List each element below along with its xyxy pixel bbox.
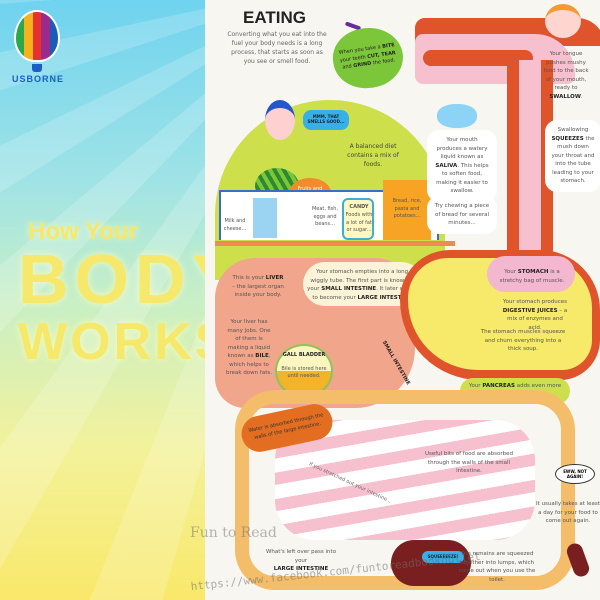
remains-text: The remains are squeezed together into l… [458,551,536,583]
apple-flap[interactable]: When you take a BITE your teeth CUT, TEA… [329,23,407,93]
stomach-label-area [487,256,575,292]
tongue-illustration [423,50,533,66]
balloon-basket-icon [32,64,42,72]
small-intestine-illustration [275,420,535,540]
girl-illustration [545,4,581,38]
churn-text: The stomach muscles squeeze and churn ev… [480,329,566,353]
book-title: How Your BODY WORKS [18,218,205,371]
title-line-3: WORKS [18,313,205,371]
throat-inside [519,60,541,260]
title-line-2: BODY [18,240,205,318]
hot-air-balloon-icon [14,10,60,62]
watermark-logo: Fun to Read [190,525,277,541]
candy-jar-flap[interactable]: CANDY Foods with a lot of fat or sugar..… [342,198,374,240]
waste-illustration [391,540,471,586]
pass-into-text: What's left over pass into your LARGE IN… [265,549,337,573]
page-heading: EATING [243,8,306,27]
balanced-diet-text: A balanced diet contains a mix of foods. [347,143,399,168]
swallow-flap[interactable]: Swallowing SQUEEZES the mush down your t… [545,120,600,192]
eating-spread: EATING Converting what you eat into the … [205,0,600,600]
milk-carton-icon [253,198,277,238]
bread-bag-flap[interactable]: Bread, rice, pasta and potatoes... [383,180,431,240]
book-cover-panel: USBORNE How Your BODY WORKS [0,0,205,600]
usborne-logo: USBORNE [12,10,65,84]
speech-bubble: MMM, THAT SMELLS GOOD... [303,110,349,130]
title-line-1: How Your [28,218,138,245]
usually-text: It usually takes at least a day for your… [536,501,600,525]
juices-text: Your stomach produces DIGESTIVE JUICES –… [502,299,568,331]
useful-bits-text: Useful bits of food are absorbed through… [424,451,514,475]
tongue-text: Your tongue pushes mushy food to the bac… [543,51,589,100]
liver-jobs-text: Your liver has many jobs. One of them is… [226,319,272,377]
boy-illustration [265,100,295,140]
publisher-name: USBORNE [12,74,65,84]
gall-bladder: GALL BLADDER Bile is stored here until n… [275,344,333,398]
squeeze-speech-bubble: SQUEEEEEZE! [422,551,464,563]
waste-lump-icon [564,541,592,579]
milk-label: Milk and cheese... [223,218,247,232]
bread-tip-card[interactable]: Try chewing a piece of bread for several… [427,196,497,234]
meat-label: Meat, fish, eggs and beans... [311,206,339,227]
sunburst-background [0,0,205,600]
shelf-base [215,241,455,246]
stomach-text: Your STOMACH is a stretchy bag of muscle… [499,269,565,284]
saliva-flap[interactable]: Your mouth produces a watery liquid know… [427,130,497,202]
liver-text: This is your LIVER – the largest organ i… [232,275,284,299]
eww-speech-bubble: EWW, NOT AGAIN! [555,464,595,484]
intro-text: Converting what you eat into the fuel yo… [227,31,327,65]
saliva-icon [437,104,477,128]
